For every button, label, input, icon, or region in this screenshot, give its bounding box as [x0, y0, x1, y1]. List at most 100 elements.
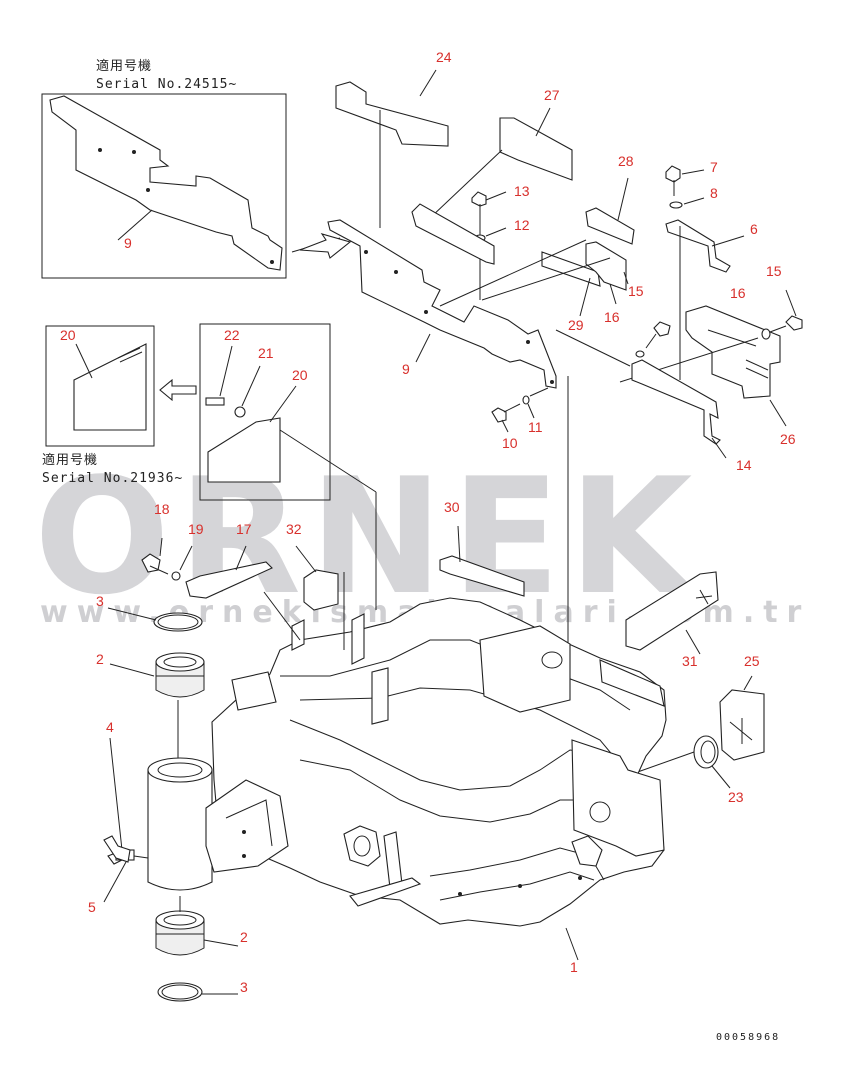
frame-center-mount: [479, 625, 571, 713]
callout-22: 22: [224, 327, 240, 343]
part-26-block: [685, 305, 781, 399]
washer-16-mid: [635, 350, 645, 358]
inset-1-frame: [41, 93, 287, 279]
swing-boss-cylinder: [147, 769, 213, 891]
frame-mount-block: [571, 835, 603, 867]
diagram-code: 00058968: [716, 1032, 780, 1043]
callout-7: 7: [710, 159, 718, 175]
callout-20-detail: 20: [292, 367, 308, 383]
part-28-strip: [585, 207, 635, 245]
part-29-strip: [541, 251, 601, 287]
detail-washer-21: [234, 406, 246, 418]
pad-30: [439, 555, 525, 597]
frame-lower-arm: [349, 877, 422, 907]
inset-2-label-line2: Serial No.21936~: [42, 471, 183, 486]
bolt-15-right: [785, 315, 803, 331]
bushing-2-bottom: [155, 919, 205, 956]
cylinder-mount: [343, 825, 381, 867]
part-27-pad: [499, 117, 573, 181]
callout-10: 10: [502, 435, 518, 451]
grease-fitting-5: [103, 835, 131, 863]
callout-6: 6: [750, 221, 758, 237]
bolt-7-head: [665, 165, 681, 183]
callout-3-top: 3: [96, 593, 104, 609]
inset-1-arrow: [299, 233, 352, 259]
callout-2-top: 2: [96, 651, 104, 667]
washer-16-right: [761, 328, 771, 340]
inset-2-arrow: [159, 378, 197, 402]
callout-25: 25: [744, 653, 760, 669]
detail-plate-20: [207, 417, 281, 483]
detail-bolt-22: [205, 397, 225, 406]
bracket-6: [665, 219, 731, 273]
seal-ring-3-bottom: [157, 982, 203, 1002]
seal-ring-23: [693, 735, 719, 769]
callout-9-inset: 9: [124, 235, 132, 251]
frame-post-3: [371, 667, 389, 725]
callout-13: 13: [514, 183, 530, 199]
callout-2-bottom: 2: [240, 929, 248, 945]
bracket-14: [631, 359, 721, 445]
callout-1: 1: [570, 959, 578, 975]
inset-2-plate: [73, 343, 147, 431]
callout-15-mid: 15: [628, 283, 644, 299]
callout-28: 28: [618, 153, 634, 169]
callout-30: 30: [444, 499, 460, 515]
plate-17: [185, 561, 273, 599]
frame-rail: [599, 659, 665, 707]
upper-parts: [327, 69, 803, 852]
bushing-2-top: [155, 661, 205, 698]
seal-ring-3-top: [153, 612, 203, 632]
detail-frame: [199, 323, 331, 501]
callout-8: 8: [710, 185, 718, 201]
bracket-plate-12: [411, 203, 495, 265]
washer-19: [171, 571, 181, 581]
bolt-18: [141, 553, 161, 573]
callout-11: 11: [528, 419, 543, 435]
callout-32: 32: [286, 521, 302, 537]
callout-24-top: 24: [436, 49, 452, 65]
middle-parts: [141, 525, 765, 789]
callout-29: 29: [568, 317, 584, 333]
frame-left-bracket: [231, 671, 277, 711]
bolt-13-head: [471, 191, 487, 207]
revolving-frame: [205, 572, 667, 961]
inset-1-label-line1: 適用号機: [96, 58, 152, 74]
inset-serial-21936: 適用号機 Serial No.21936~: [42, 323, 377, 610]
frame-right-box: [571, 739, 665, 857]
washer-11: [522, 395, 530, 405]
callout-19: 19: [188, 521, 204, 537]
callout-16-mid: 16: [604, 309, 620, 325]
inset-serial-24515: 適用号機 Serial No.24515~: [41, 58, 352, 279]
callout-5: 5: [88, 899, 96, 915]
callout-26: 26: [780, 431, 796, 447]
callout-14: 14: [736, 457, 752, 473]
pad-31: [625, 571, 719, 651]
callout-20-inset: 20: [60, 327, 76, 343]
callout-15-right: 15: [766, 263, 782, 279]
frame-post-1: [291, 619, 305, 651]
callout-4: 4: [106, 719, 114, 735]
part-9-cover: [327, 219, 557, 389]
inset-2-frame: [45, 325, 155, 447]
callout-3-bottom: 3: [240, 979, 248, 995]
block-32: [303, 569, 339, 611]
callout-27: 27: [544, 87, 560, 103]
callout-21: 21: [258, 345, 274, 361]
inset-1-label-line2: Serial No.24515~: [96, 77, 237, 92]
callout-23: 23: [728, 789, 744, 805]
callout-17: 17: [236, 521, 252, 537]
callout-18: 18: [154, 501, 170, 517]
inset-1-cover-plate: [49, 95, 283, 271]
frame-post-2: [351, 613, 365, 665]
callout-12: 12: [514, 217, 530, 233]
callout-9-main: 9: [402, 361, 410, 377]
watermark-brand: ORNEK: [34, 443, 700, 630]
inset-2-label-line1: 適用号機: [42, 452, 98, 468]
callout-31: 31: [682, 653, 698, 669]
washer-8: [669, 201, 683, 209]
callout-16-right: 16: [730, 285, 746, 301]
